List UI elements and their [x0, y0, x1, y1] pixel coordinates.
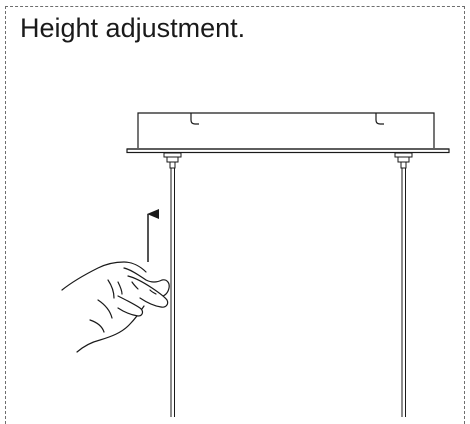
hand-icon	[61, 261, 170, 353]
instruction-title: Height adjustment.	[20, 13, 246, 43]
keyhole-slot-right	[375, 113, 384, 125]
cable-gripper-right	[394, 152, 413, 169]
instruction-panel-frame	[5, 6, 465, 424]
suspension-cable-left	[170, 168, 175, 417]
keyhole-slot-left	[190, 113, 199, 125]
mounting-plate	[137, 112, 435, 148]
suspension-cable-right	[401, 168, 406, 417]
ceiling-canopy	[126, 148, 450, 154]
cable-gripper-left	[163, 152, 182, 169]
